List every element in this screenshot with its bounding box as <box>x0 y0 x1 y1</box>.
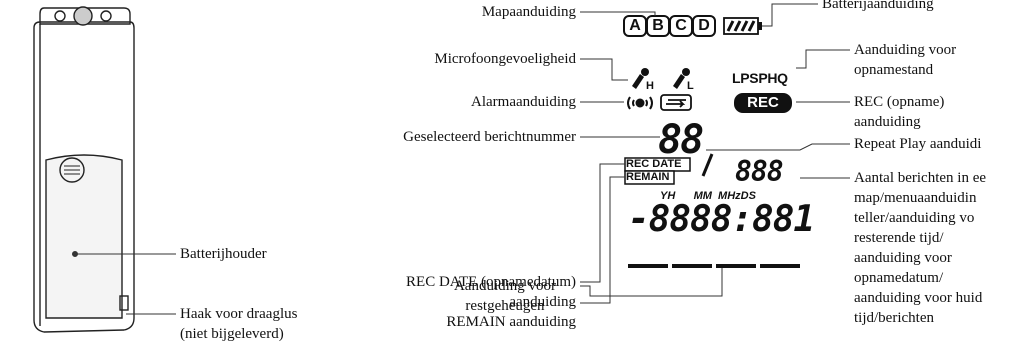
battery-leader <box>762 3 818 27</box>
count-label-5: aanduiding voor <box>854 250 952 266</box>
remaining-memory-bar <box>628 264 800 268</box>
repeat-slash <box>701 153 714 177</box>
message-number-digits: 88 <box>658 117 704 163</box>
rec-indicator-label-1: REC (opname) <box>854 94 945 110</box>
mic-sensitivity-label: Microfoongevoeligheid <box>434 51 576 67</box>
folder-d: D <box>698 17 710 34</box>
count-label-8: tijd/berichten <box>854 310 934 326</box>
memory-leader <box>580 268 723 297</box>
mic-grill-icon <box>73 6 93 26</box>
alarm-icon <box>627 96 653 110</box>
count-label-7: aanduiding voor huid <box>854 290 983 306</box>
rec-badge <box>734 93 792 113</box>
device-body-outline <box>33 21 135 333</box>
record-mode-label-2: opnamestand <box>854 62 934 78</box>
count-label-6: opnamedatum/ <box>854 270 944 286</box>
map-leader <box>580 11 656 16</box>
record-mode-label-1: Aanduiding voor <box>854 42 957 58</box>
rec-date-text: REC DATE <box>626 158 682 170</box>
recdate-leader <box>580 163 625 283</box>
rec-date-label-1: REC DATE (opnamedatum) <box>406 274 576 290</box>
time-unit-labels: YH MM MHzDS <box>660 190 756 202</box>
mic-h-icon <box>632 68 649 89</box>
folder-b: B <box>652 17 664 34</box>
rec-indicator-label-2: aanduiding <box>854 114 921 130</box>
lcd-panel <box>623 15 800 268</box>
repeat-play-label: Repeat Play aanduidi <box>854 136 982 152</box>
battery-indicator-label: Batterijaanduiding <box>822 0 934 12</box>
battery-cover-outline <box>45 154 123 319</box>
rec-date-label-2: aanduiding <box>509 294 576 310</box>
remain-label: REMAIN aanduiding <box>446 314 576 330</box>
rec-indicator: REC <box>747 94 779 111</box>
count-label-1: Aantal berichten in ee <box>854 170 987 186</box>
record-mode-indicator: LPSPHQ <box>732 70 788 86</box>
strap-hook-label-1: Haak voor draaglus <box>180 306 298 322</box>
battery-icon <box>723 17 762 35</box>
mic-leader <box>580 58 628 81</box>
repeat-play-icon <box>660 94 692 111</box>
mic-h-label: H <box>646 80 654 92</box>
alarm-indicator-label: Alarmaanduiding <box>471 94 576 110</box>
mic-l-icon <box>673 68 690 89</box>
folder-c: C <box>675 17 687 34</box>
battery-holder-label: Batterijhouder <box>180 246 267 262</box>
remain-text: REMAIN <box>626 171 670 183</box>
time-digits: -8888:881 <box>628 199 815 240</box>
device-top-cap <box>39 7 131 25</box>
count-label-2: map/menuaanduidin <box>854 190 977 206</box>
map-indicator-label: Mapaanduiding <box>481 4 576 20</box>
repeat-leader <box>706 143 850 151</box>
battery-cover-latch-icon <box>59 157 85 183</box>
memory-label-2: restgeheugen <box>465 298 545 314</box>
strap-hook-label-2: (niet bijgeleverd) <box>180 326 284 342</box>
count-label-3: teller/aanduiding vo <box>854 210 975 226</box>
count-label-4: resterende tijd/ <box>854 230 944 246</box>
strap-hook-icon <box>119 295 129 311</box>
count-digits: 888 <box>735 155 784 188</box>
message-number-label: Geselecteerd berichtnummer <box>403 129 576 145</box>
remain-leader <box>580 176 625 304</box>
recorder-device <box>33 6 135 333</box>
top-jack-right-icon <box>100 10 112 22</box>
memory-label-1: Aanduiding voor <box>453 278 557 294</box>
top-jack-left-icon <box>54 10 66 22</box>
folder-a: A <box>629 17 641 34</box>
folder-indicator-group <box>623 15 716 37</box>
mode-leader <box>796 49 850 69</box>
mic-l-label: L <box>687 80 694 92</box>
